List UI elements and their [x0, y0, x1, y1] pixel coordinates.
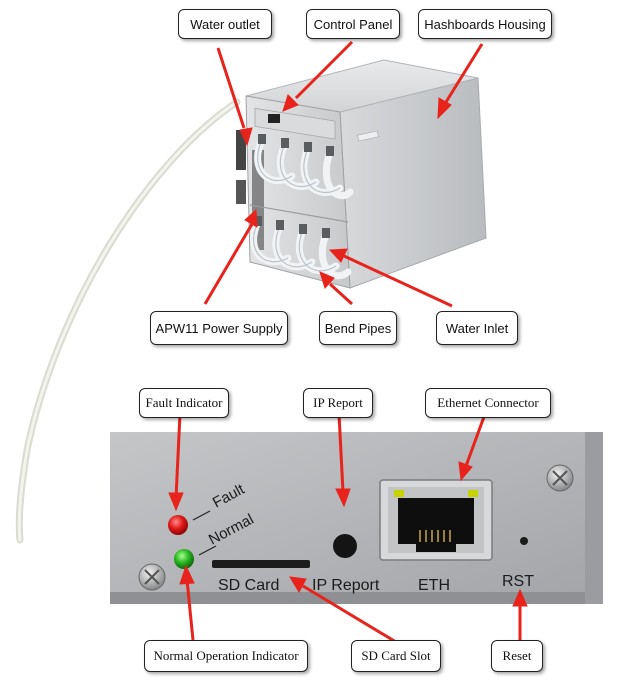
- arrow-fault-indicator: [174, 413, 182, 499]
- normal-led: [174, 549, 194, 569]
- label-reset: Reset: [491, 640, 543, 672]
- label-normal-operation-indicator: Normal Operation Indicator: [144, 640, 308, 672]
- control-panel-board: Fault Normal SD Card IP Report ETH RST: [110, 432, 603, 604]
- screw-left: [138, 563, 166, 591]
- arrow-control-panel: [294, 40, 354, 100]
- arrow-bend-pipes: [328, 282, 354, 306]
- panel-print-sd-card: SD Card: [218, 577, 279, 594]
- panel-print-ip-report: IP Report: [312, 577, 380, 594]
- label-bend-pipes: Bend Pipes: [319, 311, 397, 345]
- panel-print-eth: ETH: [418, 577, 450, 594]
- sd-card-slot: [212, 560, 310, 568]
- ethernet-port[interactable]: [379, 479, 493, 561]
- arrow-ethernet: [464, 413, 487, 467]
- label-ip-report: IP Report: [303, 388, 373, 418]
- label-fault-indicator: Fault Indicator: [139, 388, 229, 418]
- fault-led: [168, 515, 188, 535]
- label-hashboards-housing: Hashboards Housing: [418, 9, 552, 39]
- label-ethernet-connector: Ethernet Connector: [425, 388, 551, 418]
- label-control-panel: Control Panel: [306, 9, 400, 39]
- ip-report-button[interactable]: [333, 534, 357, 558]
- label-water-outlet: Water outlet: [178, 9, 272, 39]
- arrow-hashboards-housing: [444, 43, 484, 103]
- screw-right: [546, 464, 574, 492]
- label-water-inlet: Water Inlet: [436, 311, 518, 345]
- miner-unit: [236, 59, 487, 289]
- arrow-apw11: [203, 223, 254, 305]
- label-apw11-power-supply: APW11 Power Supply: [150, 311, 288, 345]
- arrow-water-outlet: [216, 47, 246, 129]
- arrow-sd-card-slot: [302, 584, 397, 644]
- arrow-normal-indicator: [185, 579, 195, 641]
- reset-hole[interactable]: [520, 537, 528, 545]
- arrow-ip-report: [337, 413, 345, 493]
- arrow-water-inlet: [343, 254, 453, 308]
- panel-print-rst: RST: [502, 573, 534, 590]
- callout-arrows: [168, 40, 528, 644]
- label-sd-card-slot: SD Card Slot: [351, 640, 441, 672]
